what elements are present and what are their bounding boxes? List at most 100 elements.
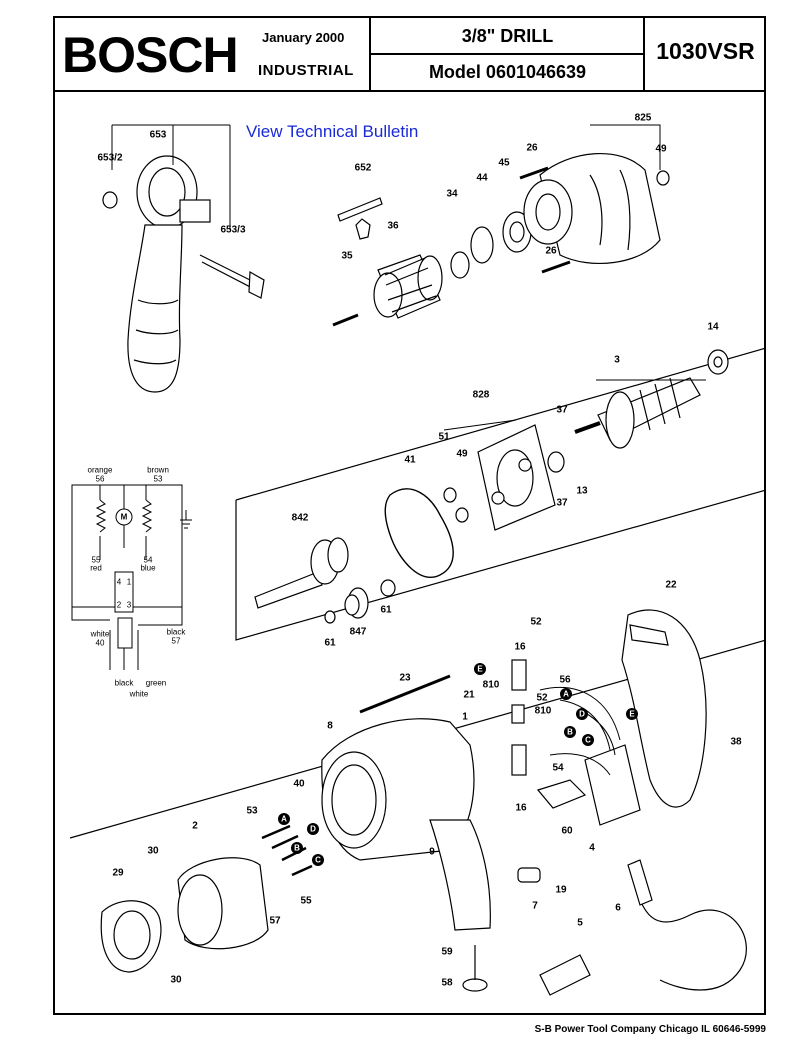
part-label-3: 3 [614,354,620,366]
part-label-30: 30 [147,845,159,857]
wiring-schematic [71,484,192,670]
part-label-22: 22 [665,579,677,591]
part-label-56: 56 [559,674,571,686]
section-border [235,489,767,641]
wire-label-green: green [145,678,167,688]
part-label-810: 810 [534,705,552,717]
part-label-35: 35 [341,250,353,262]
brand-logo: BOSCH [62,27,239,83]
cord-clamp [517,867,541,883]
wire-label-53: 53 [153,474,163,484]
callout-e: E [629,709,635,719]
part-label-53: 53 [246,805,258,817]
title-block [53,16,766,92]
part-label-842: 842 [291,512,309,524]
retaining-ring [324,610,336,624]
part-label-653-2: 653/2 [97,152,123,164]
wire-label-white: white [90,629,110,639]
callout-d-marker [576,708,588,720]
field-assembly [177,857,269,950]
part-label-37: 37 [556,497,568,509]
part-label-7: 7 [532,900,538,912]
bushing [455,507,469,523]
part-label-9: 9 [429,846,435,858]
part-label-2: 2 [192,820,198,832]
gasket [384,488,454,578]
callout-a-marker [560,688,572,700]
callout-b: B [294,843,300,853]
product-title: 3/8" DRILL [461,26,554,46]
part-label-847: 847 [349,626,367,638]
part-label-26: 26 [526,142,538,154]
callout-c: C [585,735,591,745]
callout-a: A [281,814,287,824]
wire-label-54: 54 [143,555,153,565]
part-label-652: 652 [354,162,372,174]
part-label-34: 34 [446,188,458,200]
part-label-23: 23 [399,672,411,684]
part-label-44: 44 [476,172,488,184]
part-label-13: 13 [576,485,588,497]
wire-label-40: 40 [95,638,105,648]
division-label: INDUSTRIAL [258,62,354,79]
armature-bearing [707,349,729,375]
callout-b: B [567,727,573,737]
motor-symbol: M [120,512,128,522]
callout-c-marker [312,854,324,866]
callout-c-marker [582,734,594,746]
switch-plate [536,779,587,809]
wire-label-blue: blue [140,563,156,573]
page-frame [53,16,766,1015]
chuck-key [337,197,383,240]
spindle [254,537,349,609]
bushing [443,487,457,503]
wire-label-orange: orange [87,465,113,475]
part-label-5: 5 [577,917,583,929]
wire-label-56: 56 [95,474,105,484]
part-label-810: 810 [482,679,500,691]
part-label-61: 61 [324,637,336,649]
wire-label-55: 55 [91,555,101,565]
handle-bolt [199,254,265,299]
lead-wires [261,686,621,877]
wire-label-black-cord: black [114,678,134,688]
part-label-55: 55 [300,895,312,907]
header-divider [370,53,643,55]
terminal-2: 2 [116,600,122,610]
bearing-plate [477,424,556,531]
chuck [373,254,443,319]
part-label-6: 6 [615,902,621,914]
housing-screw [519,166,549,180]
power-cord [539,859,747,996]
part-label-52: 52 [536,692,548,704]
part-label-38: 38 [730,736,742,748]
brush-cap [462,945,488,992]
part-label-54: 54 [552,762,564,774]
part-label-828: 828 [472,389,490,401]
callout-e: E [477,664,483,674]
part-label-59: 59 [441,946,453,958]
part-label-61: 61 [380,604,392,616]
callout-a-marker [278,813,290,825]
model-number: Model 0601046639 [428,62,587,82]
baffle [100,900,162,973]
part-label-45: 45 [498,157,510,169]
part-label-36: 36 [387,220,399,232]
part-label-21: 21 [463,689,475,701]
callout-d: D [310,824,316,834]
part-label-1: 1 [462,711,468,723]
switch [584,744,641,826]
wire-label-red: red [90,563,102,573]
bracket [359,674,451,714]
technical-bulletin-link[interactable]: View Technical Bulletin [246,122,419,141]
part-label-40: 40 [293,778,305,790]
part-label-49: 49 [456,448,468,460]
model-code: 1030VSR [656,38,755,64]
gear-spacer [380,579,396,597]
wire-label-brown: brown [147,465,169,475]
callout-b-marker [291,842,303,854]
part-label-8: 8 [327,720,333,732]
intermediate-gear [344,587,369,619]
spacer-ring [450,251,470,279]
